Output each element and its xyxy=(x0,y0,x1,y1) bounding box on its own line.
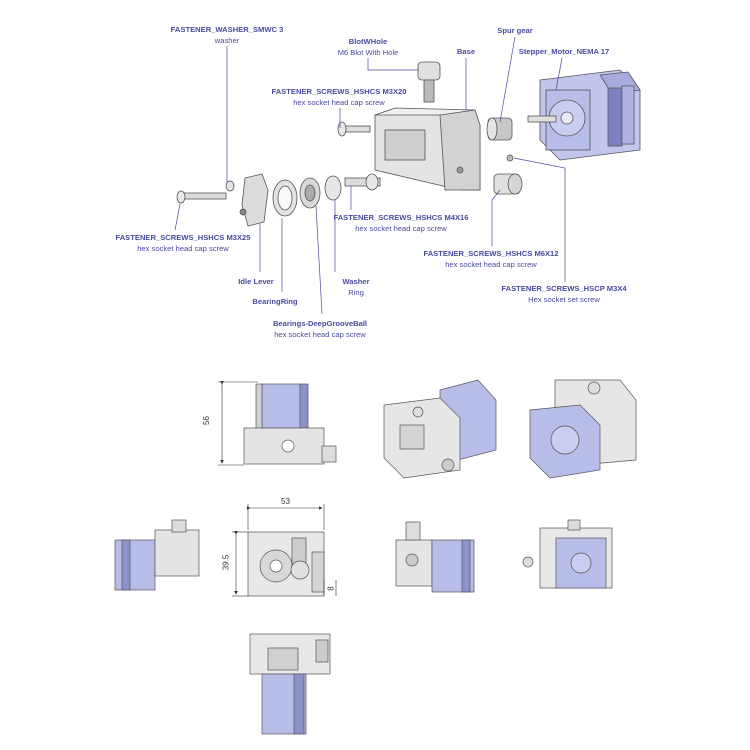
callout-title: Spur gear xyxy=(497,26,533,35)
callout-bearing-ring: BearingRing xyxy=(248,296,302,307)
callout-stepper: Stepper_Motor_NEMA 17 xyxy=(514,46,614,57)
callout-m3x4: FASTENER_SCREWS_HSCP M3X4 Hex socket set… xyxy=(494,283,634,305)
callout-title: Bearings-DeepGrooveBall xyxy=(272,319,368,328)
view-iso-1 xyxy=(383,379,497,479)
callout-subtitle: hex socket head cap screw xyxy=(445,260,537,269)
screw-m4x16 xyxy=(344,173,381,191)
dim-53 xyxy=(247,504,325,530)
callout-m3x20: FASTENER_SCREWS_HSHCS M3X20 hex socket h… xyxy=(264,86,414,108)
callout-title: FASTENER_SCREWS_HSHCS M3X25 xyxy=(115,233,251,242)
callout-subtitle: hex socket head cap screw xyxy=(137,244,229,253)
view-left xyxy=(114,519,200,591)
base-block xyxy=(374,107,481,191)
view-top xyxy=(249,633,331,735)
callout-subtitle: Hex socket set screw xyxy=(528,295,600,304)
dim-53-text: 53 xyxy=(281,497,290,506)
callout-title: BlotWHole xyxy=(348,37,388,46)
callout-subtitle: hex socket head cap screw xyxy=(355,224,447,233)
callout-subtitle: washer xyxy=(214,36,240,45)
callout-subtitle: M6 Blot With Hole xyxy=(337,48,399,57)
dim-8-text: 8 xyxy=(326,586,336,591)
spur-gear xyxy=(486,117,514,162)
washer-ring xyxy=(324,175,342,201)
stepper-motor xyxy=(527,69,641,161)
bearing-ring xyxy=(272,179,298,217)
leader-lines xyxy=(174,36,566,315)
callout-title: Base xyxy=(456,47,476,56)
callout-title: Washer xyxy=(342,277,370,286)
callout-idle-lever: Idle Lever xyxy=(234,276,278,287)
view-right xyxy=(395,521,475,593)
callout-title: Stepper_Motor_NEMA 17 xyxy=(518,47,610,56)
callout-title: BearingRing xyxy=(252,297,298,306)
callout-title: FASTENER_SCREWS_HSHCS M3X20 xyxy=(271,87,407,96)
callout-title: Idle Lever xyxy=(238,277,274,286)
view-front-detail xyxy=(247,531,325,597)
callout-washer-smwc3: FASTENER_WASHER_SMWC 3 washer xyxy=(165,24,289,46)
callout-washer-ring: Washer Ring xyxy=(336,276,376,298)
callout-title: FASTENER_SCREWS_HSHCS M4X16 xyxy=(333,213,469,222)
callout-subtitle: hex socket head cap screw xyxy=(274,330,366,339)
exploded-view xyxy=(176,61,641,227)
view-front xyxy=(243,383,337,465)
callout-subtitle: Ring xyxy=(348,288,364,297)
callout-bearings: Bearings-DeepGrooveBall hex socket head … xyxy=(262,318,378,340)
callout-title: FASTENER_SCREWS_HSHCS M6X12 xyxy=(423,249,559,258)
view-back xyxy=(522,519,613,589)
callout-title: FASTENER_WASHER_SMWC 3 xyxy=(170,25,284,34)
callout-spur-gear: Spur gear xyxy=(490,25,540,36)
dim-8 xyxy=(323,580,337,596)
screw-m3x20 xyxy=(337,121,371,137)
view-iso-2 xyxy=(529,379,637,479)
dim-56 xyxy=(218,381,258,466)
callout-title: FASTENER_SCREWS_HSCP M3X4 xyxy=(501,284,627,293)
idle-lever xyxy=(239,173,269,227)
bolt-with-hole xyxy=(417,61,441,103)
callout-m6x12: FASTENER_SCREWS_HSHCS M6X12 hex socket h… xyxy=(416,248,566,270)
dim-56-text: 56 xyxy=(201,416,211,425)
callout-m3x25: FASTENER_SCREWS_HSHCS M3X25 hex socket h… xyxy=(108,232,258,254)
screw-m6x12 xyxy=(493,173,523,195)
callout-blotwhole: BlotWHole M6 Blot With Hole xyxy=(326,36,410,58)
washer-smwc3 xyxy=(225,180,235,192)
callout-subtitle: hex socket head cap screw xyxy=(293,98,385,107)
screw-m3x25 xyxy=(176,190,227,204)
dim-39-5-text: 39.5 xyxy=(221,554,231,571)
callout-m4x16: FASTENER_SCREWS_HSHCS M4X16 hex socket h… xyxy=(326,212,476,234)
callout-base: Base xyxy=(446,46,486,57)
dim-39-5 xyxy=(232,531,248,597)
bearing xyxy=(299,177,321,209)
